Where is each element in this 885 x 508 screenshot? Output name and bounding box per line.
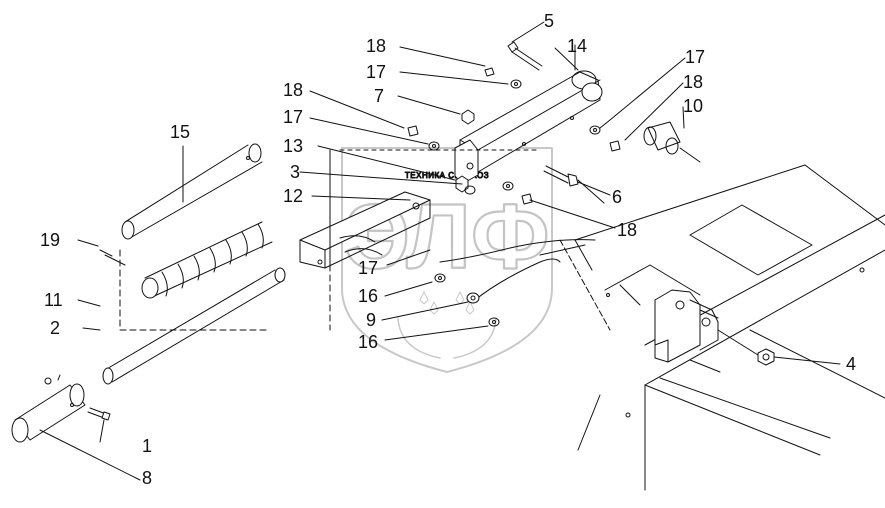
leader-lines xyxy=(39,21,841,481)
callout-17-a: 17 xyxy=(366,62,386,82)
rod-11 xyxy=(102,267,286,385)
callout-12: 12 xyxy=(283,186,303,206)
callout-4: 4 xyxy=(846,354,856,374)
callout-labels: 5 14 18 17 7 17 18 10 18 17 13 3 12 15 1… xyxy=(40,11,856,488)
machine-frame xyxy=(539,164,885,491)
watermark-top-text: ТЕХНИКА СЕЛЬХОЗ xyxy=(405,171,489,180)
callout-7: 7 xyxy=(374,86,384,106)
watermark-logo: ТЕХНИКА СЕЛЬХОЗ ЭЛФ xyxy=(341,147,553,373)
callout-9: 9 xyxy=(366,310,376,330)
nut-4 xyxy=(717,329,775,366)
callout-11: 11 xyxy=(44,290,63,310)
callout-5: 5 xyxy=(544,11,554,31)
callout-3: 3 xyxy=(290,162,300,182)
callout-18-a: 18 xyxy=(366,36,386,56)
callout-10: 10 xyxy=(683,96,703,116)
callout-6: 6 xyxy=(612,187,622,207)
callout-19: 19 xyxy=(40,230,60,250)
fasteners-top xyxy=(407,67,621,205)
callout-14: 14 xyxy=(567,36,587,56)
callout-17-d: 17 xyxy=(358,258,378,278)
callout-18-c: 18 xyxy=(283,80,303,100)
callout-17-b: 17 xyxy=(685,47,705,67)
washers-16 xyxy=(434,273,500,327)
tube-15 xyxy=(121,143,263,240)
callout-15: 15 xyxy=(170,122,190,142)
callout-1: 1 xyxy=(142,436,152,456)
callout-13: 13 xyxy=(283,136,303,156)
bolt-5 xyxy=(507,41,543,71)
watermark-main-text: ЭЛФ xyxy=(344,186,549,288)
callout-18-b: 18 xyxy=(683,72,703,92)
bushing-10 xyxy=(643,121,701,163)
pin-8 xyxy=(11,377,86,443)
bolt-1 xyxy=(87,407,111,421)
arm-14 xyxy=(454,44,603,185)
callout-18-d: 18 xyxy=(617,220,637,240)
callout-2: 2 xyxy=(50,318,60,338)
watermark-shield xyxy=(341,147,553,373)
cable xyxy=(439,239,596,304)
spring-19 xyxy=(99,221,273,299)
callout-17-c: 17 xyxy=(283,107,303,127)
callout-16-b: 16 xyxy=(358,332,378,352)
bracket-12 xyxy=(299,149,431,269)
dashed-guides xyxy=(119,149,541,331)
callout-8: 8 xyxy=(142,468,152,488)
callout-16-a: 16 xyxy=(358,286,378,306)
